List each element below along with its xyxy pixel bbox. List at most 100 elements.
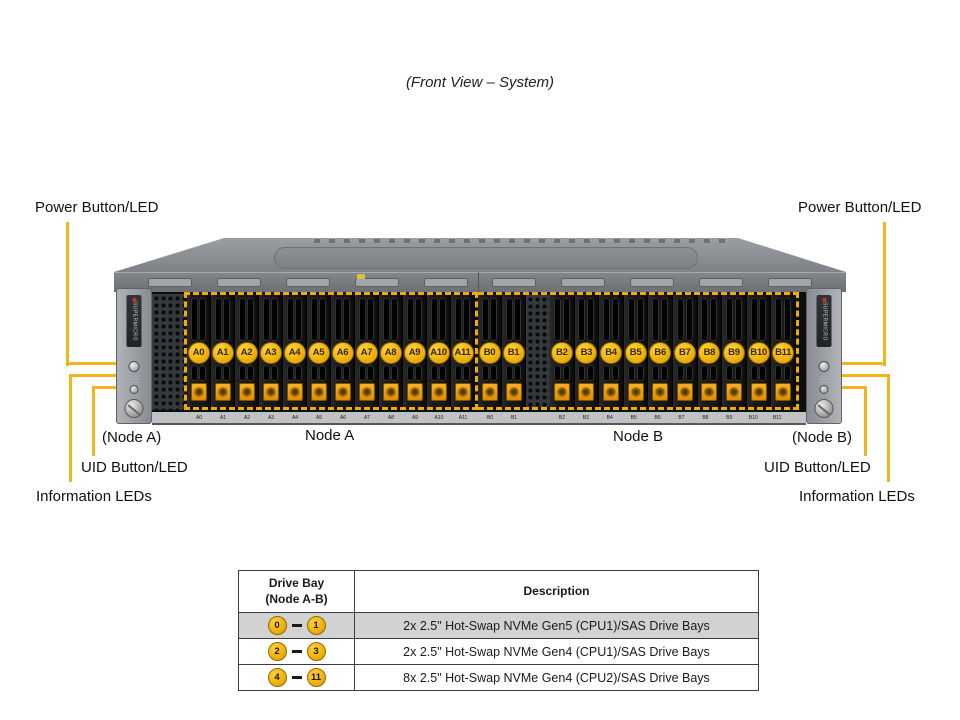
drive-tray: B10	[746, 295, 772, 407]
tray-latch	[310, 383, 327, 401]
drive-tray: A9	[403, 295, 427, 407]
tray-lower-slots	[504, 365, 523, 381]
tray-lower-slots	[381, 365, 400, 381]
tray-handle-slots	[626, 298, 646, 341]
bay-label-badge: A3	[259, 342, 282, 364]
bay-label-badge: A1	[211, 342, 234, 364]
drive-tray: B11	[771, 295, 796, 407]
bay-label-badge: A9	[403, 342, 426, 364]
bay-label-badge: B1	[502, 342, 525, 364]
drive-tray: B5	[623, 295, 649, 407]
bay-label-badge: B0	[478, 342, 501, 364]
tray-lower-slots	[261, 365, 280, 381]
drive-tray: A7	[355, 295, 379, 407]
bay-label-badge: A5	[307, 342, 330, 364]
figure-title: (Front View – System)	[405, 74, 555, 91]
tray-handle-slots	[601, 298, 621, 341]
server-chassis: A0 A1	[114, 238, 846, 425]
tray-handle-slots	[552, 298, 572, 341]
tray-latch	[406, 383, 423, 401]
tray-handle-slots	[724, 298, 744, 341]
bay-label-badge: B2	[550, 342, 573, 364]
bay-label-badge: B4	[599, 342, 622, 364]
label-power-right: Power Button/LED	[798, 199, 922, 216]
chassis-top-lid	[114, 238, 846, 272]
latch-lock-icon	[386, 387, 395, 397]
bay-label-badge: B9	[722, 342, 745, 364]
lid-vents	[314, 239, 734, 243]
strip-bay-label: A1	[219, 414, 227, 421]
tray-lower-slots	[749, 365, 769, 381]
tray-latch	[430, 383, 447, 401]
drive-tray: B7	[672, 295, 698, 407]
latch-lock-icon	[410, 387, 419, 397]
strip-bay-label: B8	[702, 414, 709, 421]
bay-range-cell: 0 1	[239, 613, 355, 638]
tray-handle-slots	[381, 298, 400, 341]
latch-lock-icon	[581, 387, 591, 397]
power-button-left	[128, 361, 140, 372]
latch-lock-icon	[218, 387, 227, 397]
tray-lower-slots	[453, 365, 472, 381]
table-row: 2 3 2x 2.5" Hot-Swap NVMe Gen4 (CPU1)/SA…	[239, 638, 758, 664]
bay-label-badge: A8	[379, 342, 402, 364]
bay-number-badge-from: 0	[267, 616, 287, 635]
tray-latch	[334, 383, 351, 401]
bay-label-badge: B8	[698, 342, 721, 364]
bay-label-badge: A0	[187, 342, 210, 364]
description-cell: 8x 2.5" Hot-Swap NVMe Gen4 (CPU2)/SAS Dr…	[403, 670, 710, 685]
air-grille-middle	[526, 295, 550, 407]
strip-bay-label: B4	[606, 414, 613, 421]
thumbscrew-left	[124, 399, 144, 418]
callout-line-power-right-v	[883, 222, 886, 366]
label-uid-left: UID Button/LED	[81, 459, 188, 476]
latch-lock-icon	[606, 387, 616, 397]
tray-lower-slots	[675, 365, 695, 381]
tray-handle-slots	[357, 298, 376, 341]
strip-bay-label: A6	[339, 414, 347, 421]
node-a-bays: A0 A1	[187, 295, 475, 407]
drive-tray: B6	[648, 295, 673, 407]
range-dash	[291, 624, 302, 627]
drive-tray: B3	[574, 295, 600, 407]
node-b-bays-front: B0 B1	[478, 295, 526, 407]
latch-lock-icon	[704, 387, 714, 397]
latch-lock-icon	[557, 387, 567, 397]
control-panel-right: SUPERMICRO	[806, 288, 842, 424]
tray-latch	[238, 383, 255, 401]
tray-latch	[505, 383, 522, 401]
drive-tray: B9	[722, 295, 747, 407]
label-node-a: Node A	[305, 427, 355, 444]
bay-label-badge: B7	[673, 342, 696, 364]
label-info-right: Information LEDs	[799, 488, 915, 505]
table-header-row: Drive Bay (Node A-B) Description	[239, 571, 758, 612]
lid-recess-panel	[274, 247, 698, 269]
tray-lower-slots	[480, 365, 499, 381]
tray-handle-slots	[309, 298, 328, 341]
tray-handle-slots	[429, 298, 448, 341]
tray-latch	[262, 383, 279, 401]
strip-bay-label: B0	[486, 414, 494, 421]
tray-lower-slots	[333, 365, 352, 381]
drive-tray: A1	[211, 295, 235, 407]
strip-bay-label: B3	[582, 414, 589, 421]
strip-bay-label: A2	[243, 414, 251, 421]
tray-handle-slots	[504, 298, 523, 341]
tray-lower-slots	[309, 365, 328, 381]
drive-tray: B8	[697, 295, 723, 407]
range-dash	[291, 650, 302, 653]
callout-line-uid-left-v	[92, 386, 95, 456]
label-node-a-panel: (Node A)	[102, 429, 162, 446]
tray-handle-slots	[480, 298, 499, 341]
node-b-outline: B0 B1	[478, 292, 799, 410]
latch-lock-icon	[754, 387, 764, 397]
strip-bay-label: A4	[291, 414, 299, 421]
latch-lock-icon	[338, 387, 347, 397]
tray-latch	[578, 383, 595, 401]
tray-lower-slots	[773, 365, 793, 381]
tray-lower-slots	[213, 365, 232, 381]
latch-lock-icon	[362, 387, 371, 397]
tray-lower-slots	[724, 365, 744, 381]
strip-bay-label: B11	[772, 414, 782, 421]
